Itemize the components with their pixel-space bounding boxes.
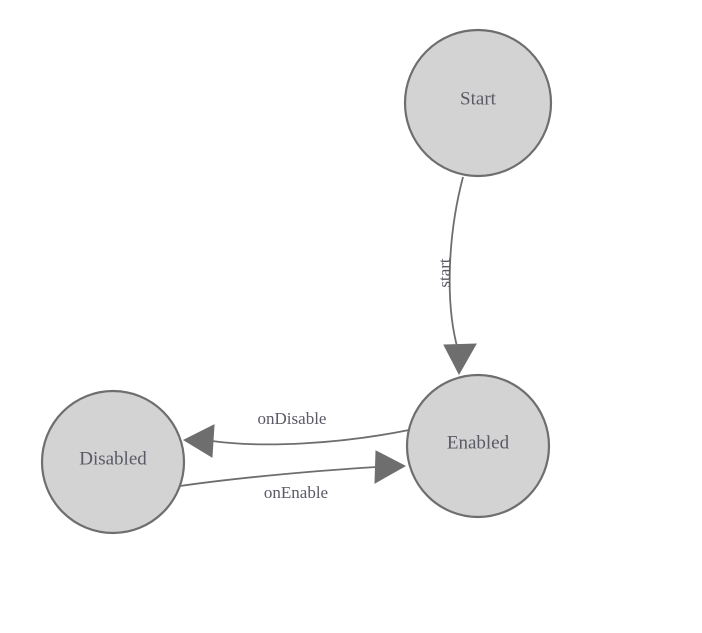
node-disabled-label: Disabled: [79, 448, 147, 469]
arrowhead-into-disabled: [182, 424, 215, 458]
edge-start-to-enabled: start: [435, 176, 477, 376]
node-start-circle[interactable]: [403, 28, 553, 178]
arrowhead-into-enabled-top: [443, 343, 477, 376]
node-disabled[interactable]: Disabled: [40, 389, 186, 535]
arrowhead-into-enabled-side: [374, 450, 407, 484]
edge-label-ondisable: onDisable: [258, 409, 327, 428]
edge-label-start: start: [435, 258, 454, 288]
node-enabled[interactable]: Enabled: [405, 373, 551, 519]
edge-label-onenable: onEnable: [264, 483, 328, 502]
edge-path-enabled-to-disabled: [211, 429, 410, 446]
node-enabled-circle[interactable]: [405, 373, 551, 519]
edge-path-start-to-enabled: [448, 176, 464, 351]
node-enabled-label: Enabled: [447, 432, 510, 453]
edge-disabled-to-enabled: onEnable: [179, 450, 407, 502]
edge-enabled-to-disabled: onDisable: [182, 409, 410, 458]
edge-path-disabled-to-enabled: [179, 466, 378, 487]
node-disabled-circle[interactable]: [40, 389, 186, 535]
node-start-label: Start: [460, 88, 497, 109]
node-start[interactable]: Start: [403, 28, 553, 178]
